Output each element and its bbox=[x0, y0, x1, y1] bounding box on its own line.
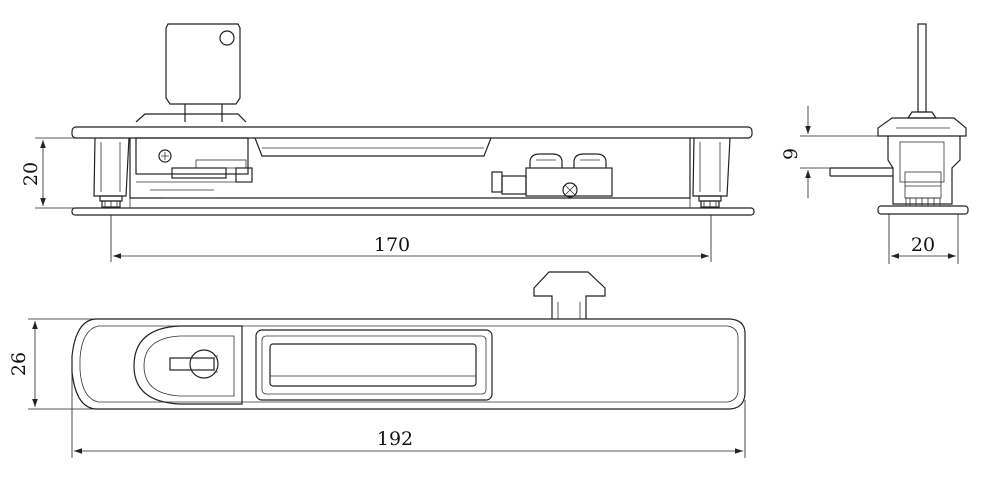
left-mount-leg bbox=[93, 137, 130, 208]
side-view bbox=[829, 23, 969, 215]
dimension-lines bbox=[28, 106, 959, 458]
latch-thumb-tab bbox=[533, 271, 606, 319]
face-view bbox=[71, 271, 746, 410]
dim-label-face-height: 26 bbox=[8, 352, 30, 376]
lock-cylinder bbox=[135, 137, 253, 199]
dim-label-mount-spacing: 170 bbox=[374, 234, 410, 256]
dim-label-height-front: 20 bbox=[20, 162, 42, 186]
dim-label-side-gap: 9 bbox=[780, 148, 802, 160]
dim-label-face-length: 192 bbox=[377, 428, 413, 450]
latch-mechanism bbox=[491, 153, 613, 198]
handle-recess bbox=[255, 329, 493, 401]
right-mount-leg bbox=[692, 137, 731, 208]
front-view bbox=[71, 23, 755, 216]
dim-label-side-width: 20 bbox=[911, 234, 935, 256]
top-flange bbox=[71, 126, 753, 139]
key bbox=[165, 23, 241, 122]
lock-face bbox=[133, 325, 243, 405]
